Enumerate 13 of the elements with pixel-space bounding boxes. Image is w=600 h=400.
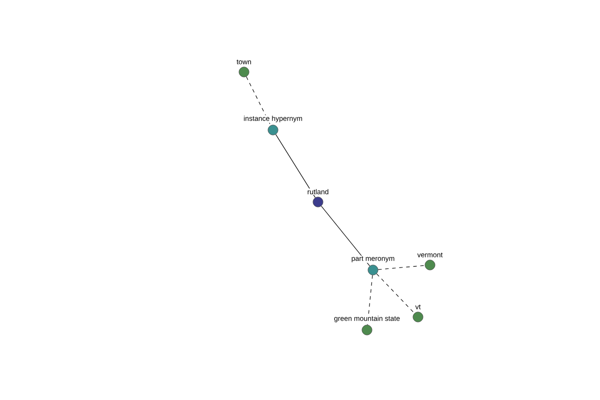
graph-node — [412, 312, 424, 322]
connector-line — [376, 273, 415, 314]
connector-line — [246, 76, 271, 126]
graph-node — [268, 124, 278, 136]
connector-line — [321, 206, 370, 266]
graph-node — [424, 260, 436, 270]
graph-node — [362, 324, 372, 336]
graph-node — [238, 66, 250, 78]
connector-line — [367, 274, 373, 326]
connector-line — [275, 134, 316, 198]
connector-line — [378, 265, 426, 270]
graph-node — [312, 196, 324, 208]
graph-node — [368, 264, 378, 276]
